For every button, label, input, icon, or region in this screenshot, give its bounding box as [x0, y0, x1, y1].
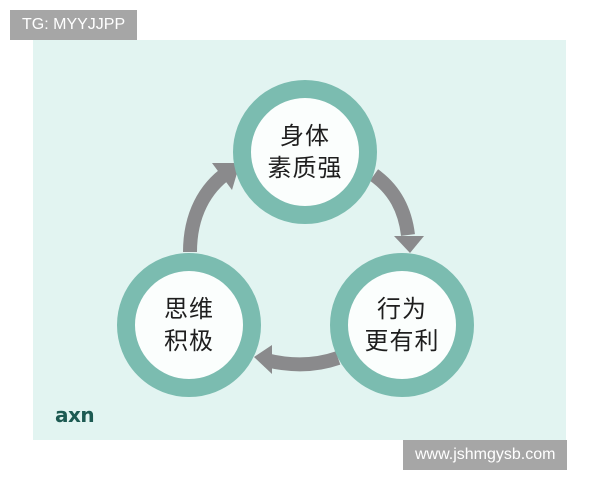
- node-label-line: 积极: [164, 327, 214, 355]
- node-label-line: 身体: [280, 122, 330, 150]
- arrow-top-to-right-icon: [369, 169, 424, 253]
- node-behavior-better: 行为 更有利: [330, 253, 474, 397]
- arrow-left-to-top-icon: [183, 163, 240, 253]
- node-label-line: 素质强: [267, 154, 343, 182]
- node-label-line: 更有利: [364, 327, 440, 355]
- watermark-bottom-url: www.jshmgysb.com: [403, 440, 568, 470]
- node-thinking-positive: 思维 积极: [117, 253, 261, 397]
- node-label-line: 思维: [164, 295, 214, 323]
- arrow-right-to-left-icon: [254, 345, 341, 374]
- watermark-top-tag: TG: MYYJJPP: [10, 10, 138, 40]
- node-label-line: 行为: [377, 295, 427, 323]
- node-body-strong: 身体 素质强: [233, 80, 377, 224]
- brand-logo: axn: [55, 403, 95, 427]
